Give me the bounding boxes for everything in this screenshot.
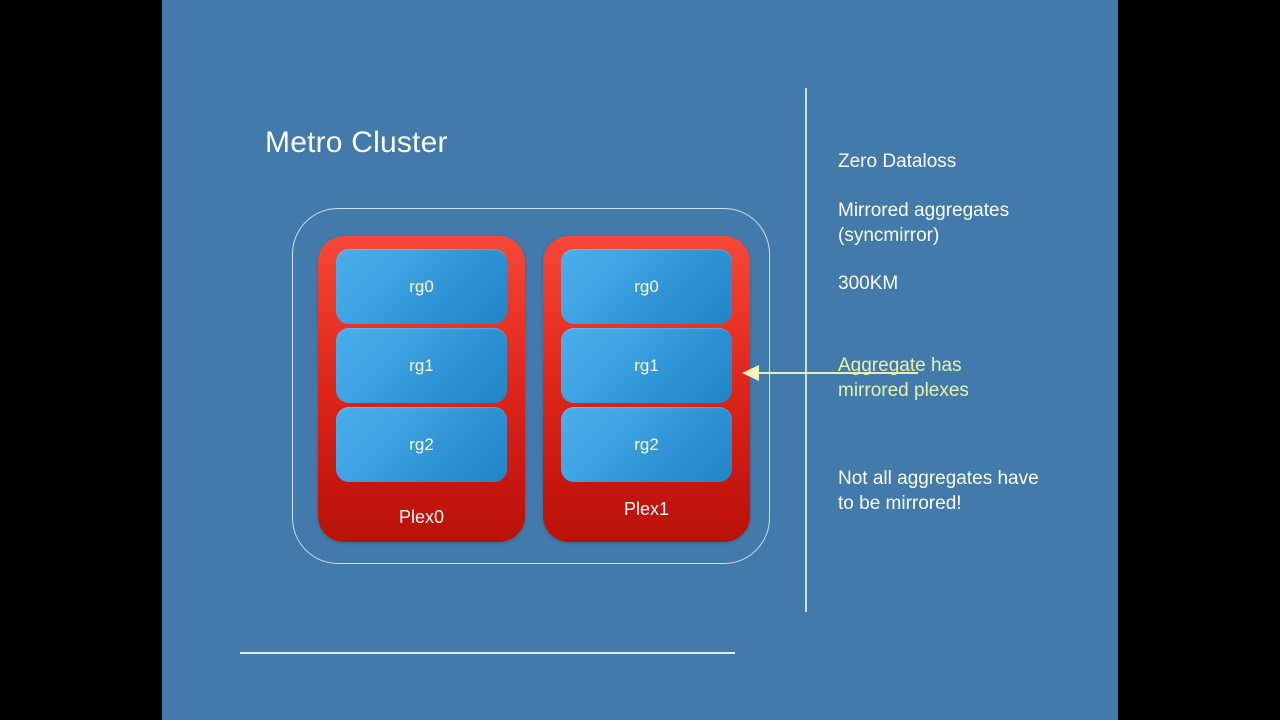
plex-box-0[interactable]: rg0 rg1 rg2 Plex0 <box>318 236 525 542</box>
page-title: Metro Cluster <box>265 126 448 159</box>
aggregate-outline <box>292 208 770 564</box>
note-mirrored-aggregates: Mirrored aggregates (syncmirror) <box>838 200 1010 246</box>
raid-group-box[interactable]: rg1 <box>336 328 507 403</box>
raid-group-label: rg1 <box>634 355 659 375</box>
raid-group-label: rg1 <box>409 355 434 375</box>
presentation-slide: Metro Cluster rg0 rg1 rg2 Plex0 <box>162 0 1118 720</box>
note-callout-mirrored-plexes: Aggregate has mirrored plexes <box>838 355 969 401</box>
bottom-rule-divider <box>240 652 735 654</box>
plex-box-1[interactable]: rg0 rg1 rg2 Plex1 <box>543 236 750 542</box>
note-zero-dataloss: Zero Dataloss <box>838 151 957 172</box>
raid-group-label: rg0 <box>409 276 434 296</box>
arrow-left-icon <box>742 365 759 381</box>
callout-leader-line <box>758 372 918 374</box>
note-distance: 300KM <box>838 273 899 294</box>
raid-group-box[interactable]: rg0 <box>336 249 507 324</box>
raid-group-box[interactable]: rg1 <box>561 328 732 403</box>
vertical-divider-line <box>805 88 807 612</box>
raid-group-label: rg0 <box>634 276 659 296</box>
raid-group-box[interactable]: rg0 <box>561 249 732 324</box>
raid-group-list-0: rg0 rg1 rg2 <box>336 249 507 486</box>
plex-label: Plex1 <box>623 499 670 519</box>
raid-group-label: rg2 <box>409 434 434 454</box>
raid-group-box[interactable]: rg2 <box>561 407 732 482</box>
note-not-all-mirrored: Not all aggregates have to be mirrored! <box>838 468 1039 514</box>
raid-group-box[interactable]: rg2 <box>336 407 507 482</box>
raid-group-list-1: rg0 rg1 rg2 <box>561 249 732 486</box>
plex-label: Plex0 <box>398 507 445 527</box>
raid-group-label: rg2 <box>634 434 659 454</box>
